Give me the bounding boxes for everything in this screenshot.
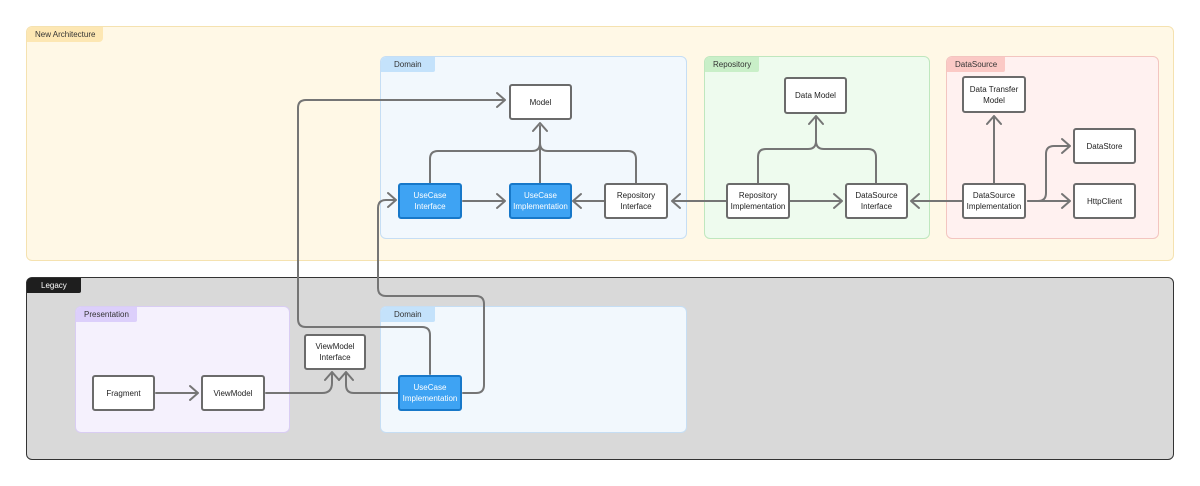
model-node[interactable]: Model <box>509 84 572 120</box>
data-transfer-model-node[interactable]: Data Transfer Model <box>962 76 1026 113</box>
arrow-repo-interface-to-usecase-impl <box>572 193 605 209</box>
domain-new-tag: Domain <box>381 57 435 72</box>
datasource-implementation-node[interactable]: DataSource Implementation <box>962 183 1026 219</box>
repository-interface-node[interactable]: Repository Interface <box>604 183 668 219</box>
new-architecture-tag: New Architecture <box>27 27 104 42</box>
arrow-fragment-to-viewmodel <box>155 385 199 401</box>
domain-legacy-tag: Domain <box>381 307 435 322</box>
arrow-legacy-usecase-to-vm-interface <box>338 371 399 394</box>
repository-tag: Repository <box>705 57 760 72</box>
arrow-viewmodel-to-vm-interface <box>265 371 340 394</box>
viewmodel-interface-node[interactable]: ViewModel Interface <box>304 334 366 370</box>
line-repo-interface-to-model <box>539 142 637 184</box>
arrowhead-data-model <box>808 115 824 125</box>
line-repo-impl-to-data-model <box>757 117 817 184</box>
presentation-tag: Presentation <box>76 307 137 322</box>
domain-legacy-region: Domain <box>380 306 687 433</box>
legacy-tag: Legacy <box>27 278 81 293</box>
datasource-tag: DataSource <box>947 57 1006 72</box>
data-model-node[interactable]: Data Model <box>784 77 847 114</box>
fragment-node[interactable]: Fragment <box>92 375 155 411</box>
arrowhead-model <box>532 122 548 132</box>
repository-implementation-node[interactable]: Repository Implementation <box>726 183 790 219</box>
line-usecase-interface-to-model <box>429 142 541 184</box>
datasource-interface-node[interactable]: DataSource Interface <box>845 183 908 219</box>
arrow-legacy-usecase-to-model <box>297 92 506 375</box>
arrow-repo-impl-to-repo-interface <box>671 193 727 209</box>
arrow-datasource-impl-to-interface <box>910 193 964 209</box>
usecase-implementation-new-node[interactable]: UseCase Implementation <box>509 183 572 219</box>
datastore-node[interactable]: DataStore <box>1073 128 1136 164</box>
viewmodel-node[interactable]: ViewModel <box>201 375 265 411</box>
arrow-datasource-impl-to-dto <box>986 115 1002 184</box>
httpclient-node[interactable]: HttpClient <box>1073 183 1136 219</box>
line-datasource-interface-to-data-model <box>815 140 877 184</box>
usecase-implementation-legacy-node[interactable]: UseCase Implementation <box>398 375 462 411</box>
arrow-usecase-interface-to-impl <box>462 193 506 209</box>
usecase-interface-node[interactable]: UseCase Interface <box>398 183 462 219</box>
arrow-repo-impl-to-datasource-interface <box>789 193 843 209</box>
arrow-datasource-impl-to-datastore <box>1027 138 1071 202</box>
presentation-region: Presentation <box>75 306 290 433</box>
arrow-datasource-impl-to-httpclient <box>1027 193 1071 209</box>
arrow-legacy-usecase-to-usecase-interface <box>377 192 485 394</box>
